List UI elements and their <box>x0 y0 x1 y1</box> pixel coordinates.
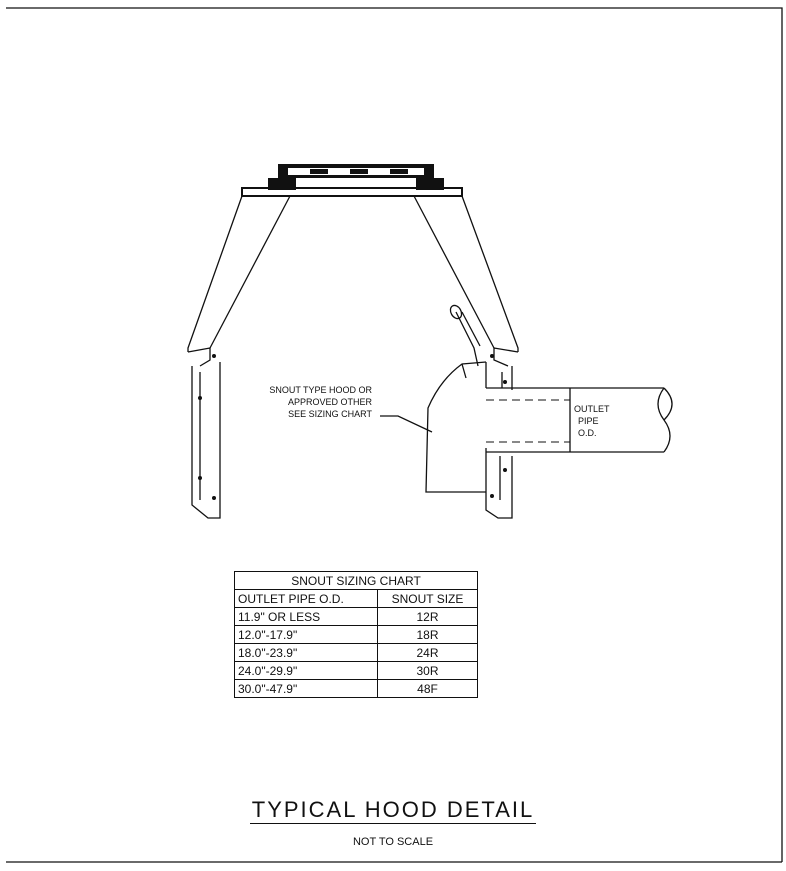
sheet-border <box>6 7 783 862</box>
hood-callout-line-3: SEE SIZING CHART <box>288 409 372 419</box>
header-outlet-pipe: OUTLET PIPE O.D. <box>234 589 378 608</box>
pipe-range: 18.0"-23.9" <box>234 643 378 662</box>
snout-hood <box>425 304 487 493</box>
chart-title-row: SNOUT SIZING CHART <box>234 571 478 590</box>
basin-right-wall <box>413 195 519 519</box>
pipe-range: 24.0"-29.9" <box>234 661 378 680</box>
manhole-frame-cover <box>241 164 463 197</box>
basin-left-wall <box>187 195 291 519</box>
hood-callout-line-1: SNOUT TYPE HOOD OR <box>269 385 372 395</box>
outlet-callout-line-3: O.D. <box>578 428 597 438</box>
hood-callout-leader <box>380 415 433 433</box>
drawing-title-text: TYPICAL HOOD DETAIL <box>249 797 537 824</box>
header-snout-size: SNOUT SIZE <box>377 589 478 608</box>
pipe-range: 12.0"-17.9" <box>234 625 378 644</box>
snout-size: 18R <box>377 625 478 644</box>
table-row: 12.0"-17.9" 18R <box>234 625 478 644</box>
snout-sizing-chart: SNOUT SIZING CHART OUTLET PIPE O.D. SNOU… <box>234 571 478 698</box>
table-row: 18.0"-23.9" 24R <box>234 643 478 662</box>
snout-size: 24R <box>377 643 478 662</box>
outlet-callout-line-1: OUTLET <box>574 404 610 414</box>
pipe-range: 30.0"-47.9" <box>234 679 378 698</box>
table-row: 11.9" OR LESS 12R <box>234 607 478 626</box>
outlet-pipe <box>486 387 673 453</box>
chart-header-row: OUTLET PIPE O.D. SNOUT SIZE <box>234 589 478 608</box>
table-row: 24.0"-29.9" 30R <box>234 661 478 680</box>
chart-title: SNOUT SIZING CHART <box>234 571 478 590</box>
snout-size: 12R <box>377 607 478 626</box>
table-row: 30.0"-47.9" 48F <box>234 679 478 698</box>
snout-size: 30R <box>377 661 478 680</box>
outlet-callout-line-2: PIPE <box>578 416 599 426</box>
hood-callout-line-2: APPROVED OTHER <box>288 397 373 407</box>
pipe-range: 11.9" OR LESS <box>234 607 378 626</box>
drawing-title: TYPICAL HOOD DETAIL <box>0 797 786 824</box>
drawing-subtitle: NOT TO SCALE <box>352 836 434 848</box>
snout-size: 48F <box>377 679 478 698</box>
